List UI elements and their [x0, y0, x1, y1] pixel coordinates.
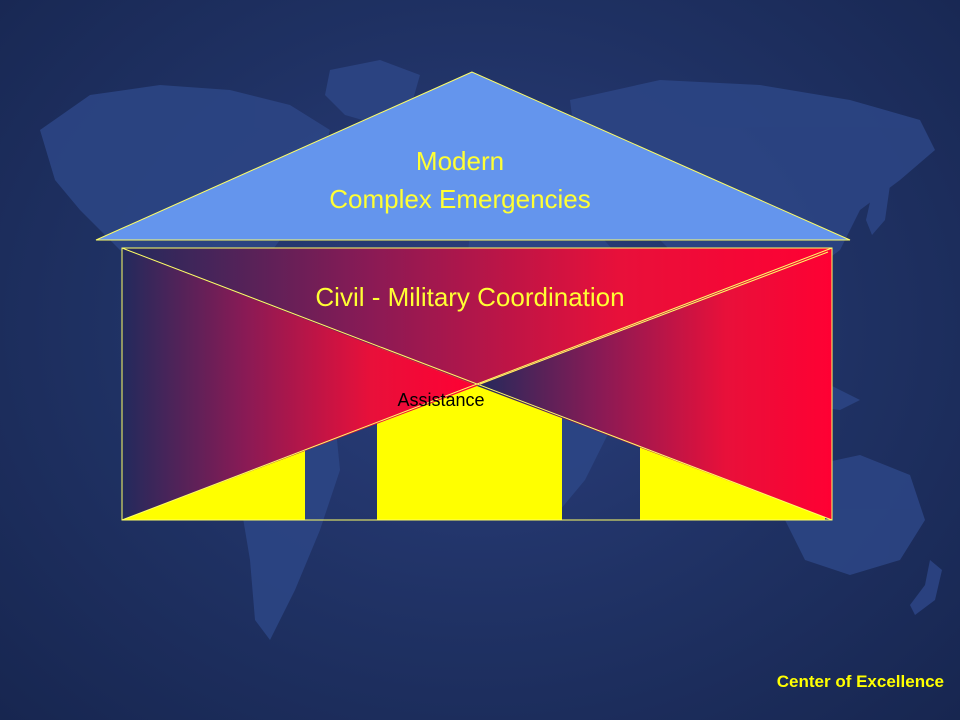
center-pillar-label: Assistance: [397, 390, 485, 410]
new-zealand-landmass: [910, 560, 942, 615]
band-right-triangle: [477, 248, 832, 520]
cross-line-2: [121, 247, 833, 521]
roof-triangle: [95, 71, 851, 241]
band-title: Civil - Military Coordination: [315, 282, 625, 312]
japan-landmass: [866, 180, 890, 235]
band-top-triangle: [122, 248, 832, 386]
cross-line-3: [479, 251, 829, 385]
roof-title-line-1: Modern: [415, 146, 505, 176]
band-left-triangle: [122, 248, 477, 520]
band-outline: [121, 247, 833, 521]
roof-title-line-2: Complex Emergencies: [329, 184, 591, 214]
footer-label: Center of Excellence: [776, 672, 944, 691]
asia-landmass: [570, 80, 935, 300]
